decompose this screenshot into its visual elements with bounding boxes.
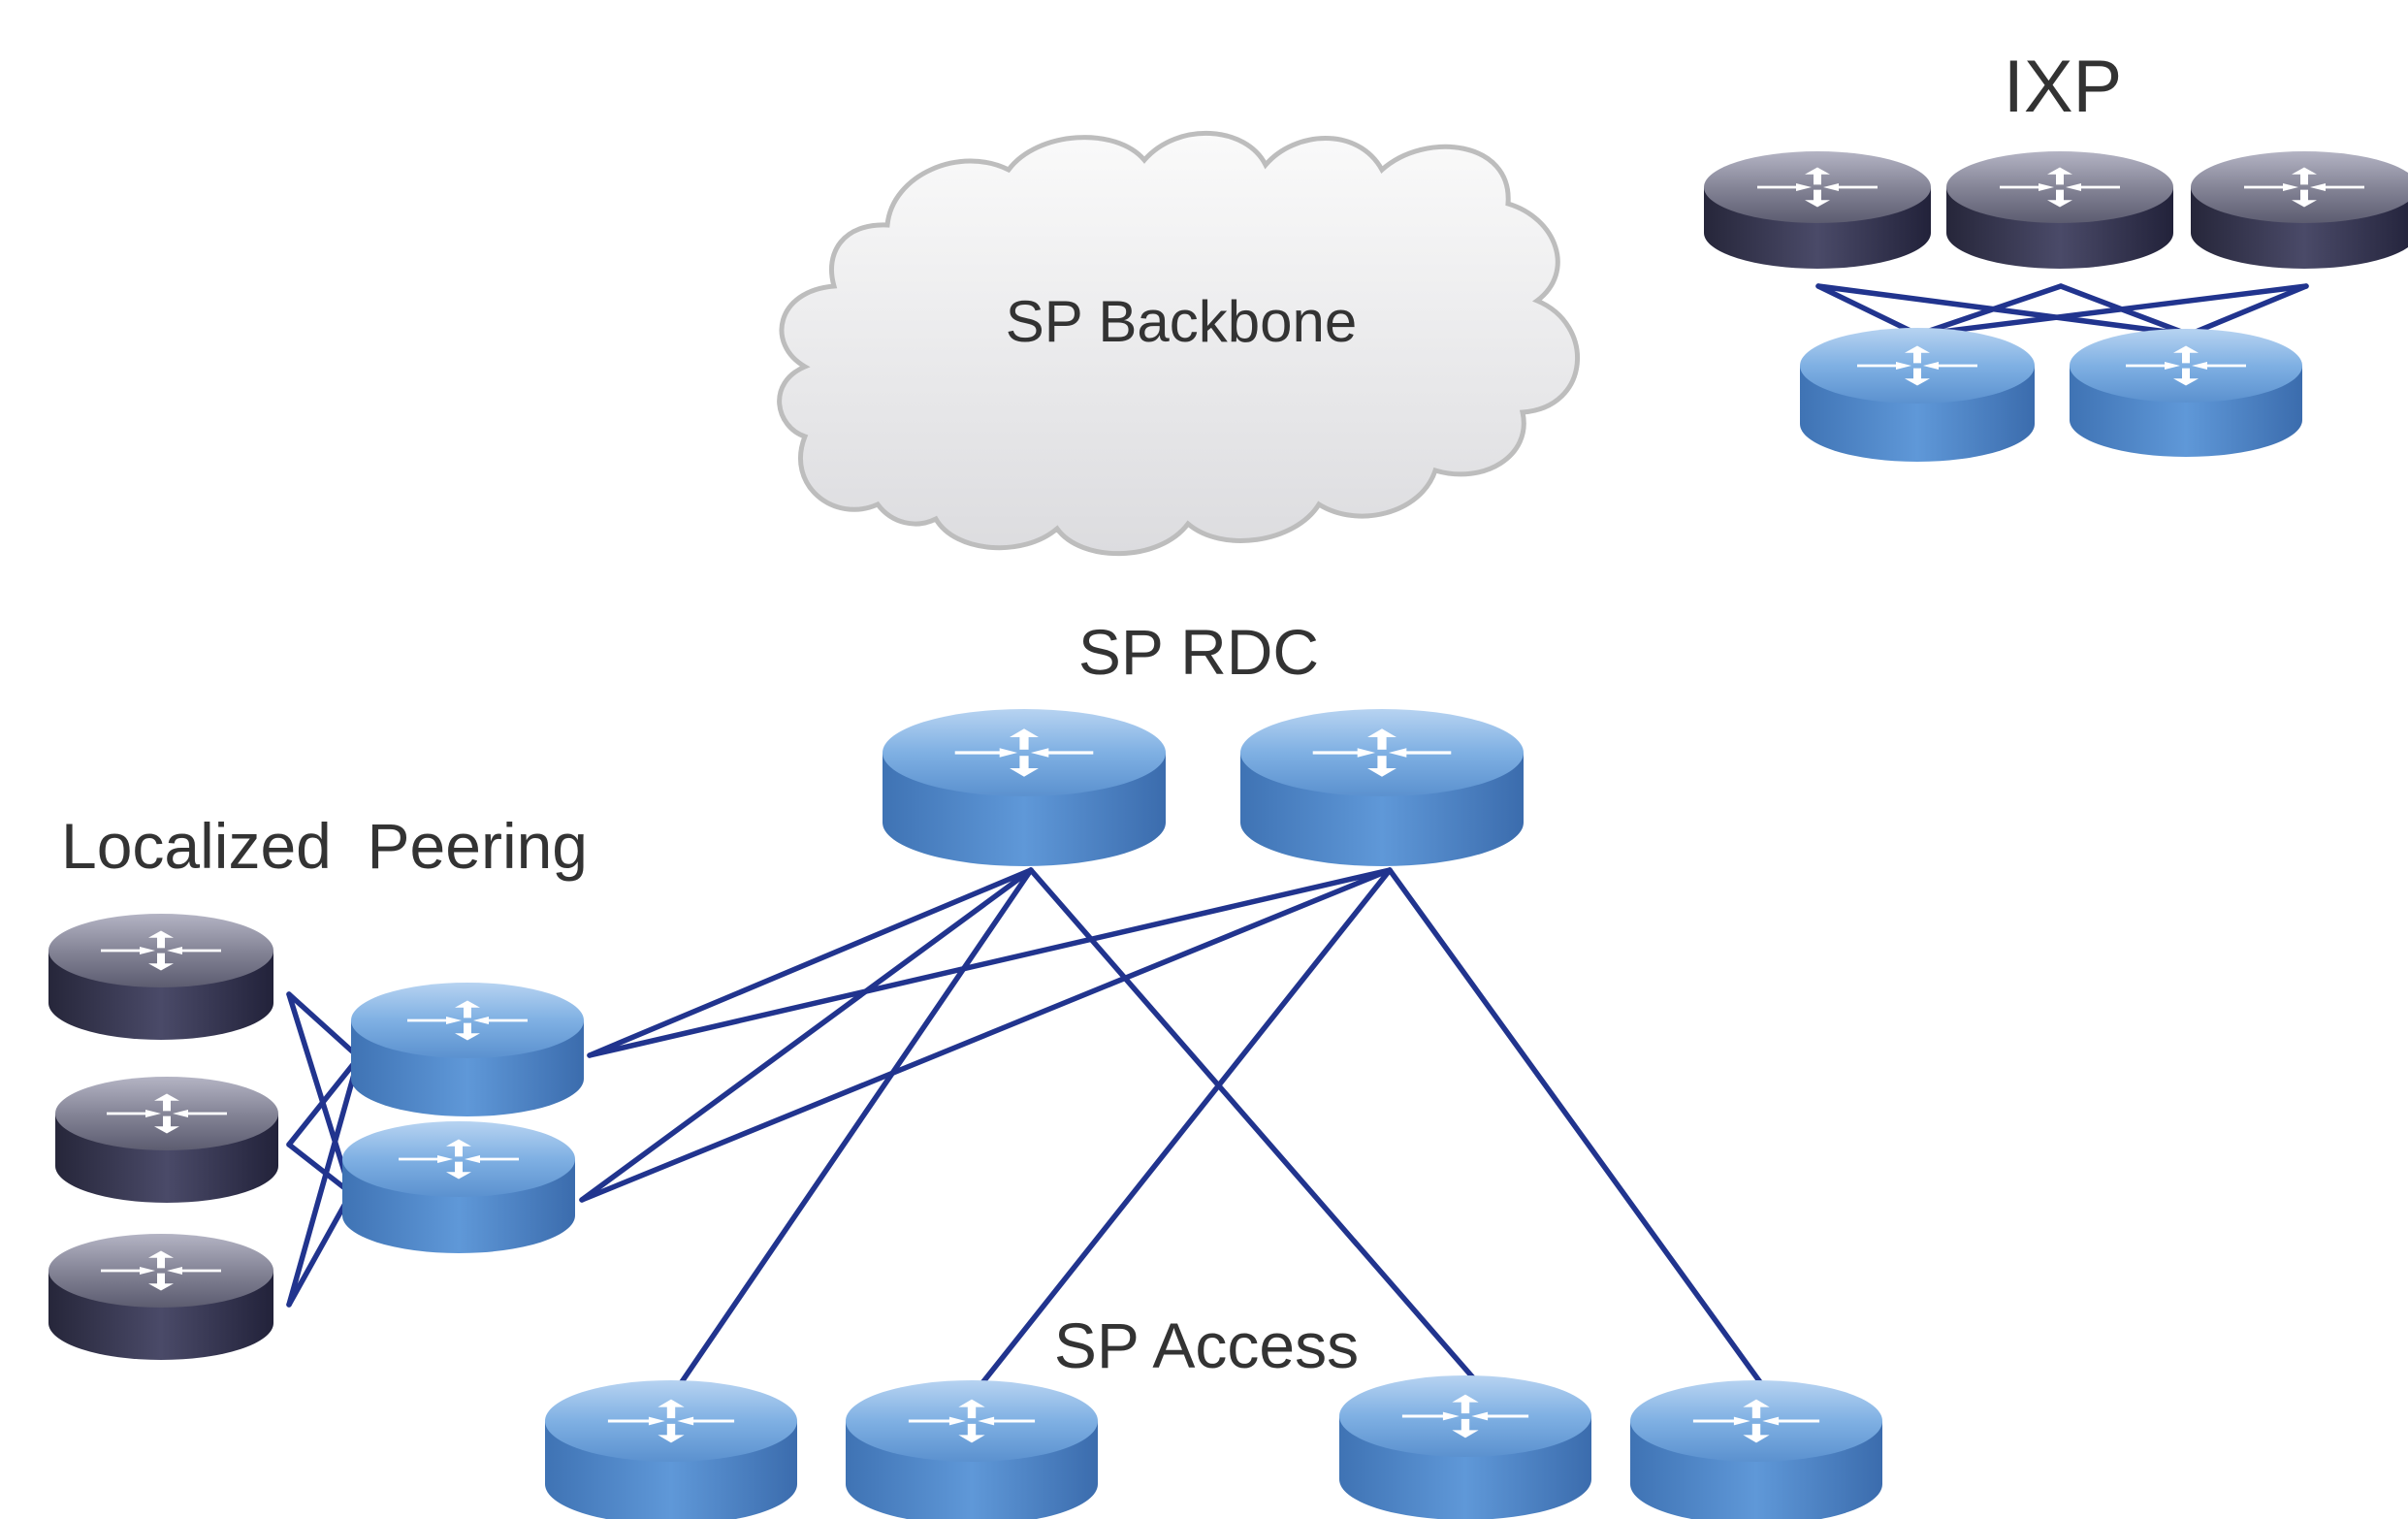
link-peering <box>286 991 354 1196</box>
link-peering <box>286 1054 362 1308</box>
ixp-label: IXP <box>2004 46 2123 128</box>
link-rdc <box>1028 867 1480 1385</box>
link-rdc <box>975 867 1393 1392</box>
router-icon <box>2070 329 2302 457</box>
link-ixp <box>1915 283 2309 338</box>
router-icon <box>883 709 1166 866</box>
router-icon <box>846 1380 1098 1519</box>
link-ixp <box>2186 283 2309 338</box>
router-icon <box>1240 709 1524 866</box>
link-ixp <box>1815 283 2192 338</box>
link-ixp <box>1815 283 1921 338</box>
link-rdc <box>579 867 1393 1203</box>
router-icon <box>1630 1380 1882 1519</box>
link-rdc <box>587 867 1393 1058</box>
access-label: SP Access <box>1054 1309 1359 1381</box>
backbone-label: SP Backbone <box>1006 289 1358 354</box>
link-ixp <box>1915 283 2064 338</box>
router-icon <box>55 1077 278 1203</box>
link-rdc <box>1387 867 1763 1385</box>
link-rdc <box>587 867 1034 1058</box>
router-icon <box>351 983 584 1116</box>
link-peering <box>286 1190 354 1308</box>
router-icon <box>342 1121 575 1253</box>
link-rdc <box>674 867 1034 1392</box>
link-peering <box>286 1054 362 1147</box>
cloud-icon <box>777 130 1581 557</box>
router-icon <box>545 1380 797 1519</box>
links <box>286 283 2309 1392</box>
router-icon <box>2191 151 2408 269</box>
router-icon <box>1704 151 1931 269</box>
router-icon <box>1946 151 2173 269</box>
link-peering <box>286 991 362 1060</box>
rdc-label: SP RDC <box>1078 616 1319 688</box>
router-icon <box>48 1234 273 1360</box>
router-icon <box>1339 1375 1591 1519</box>
link-peering <box>286 1142 354 1196</box>
link-rdc <box>579 867 1034 1203</box>
router-icon <box>1800 328 2035 462</box>
peering-label: Localized Peering <box>61 810 588 882</box>
router-icon <box>48 914 273 1040</box>
